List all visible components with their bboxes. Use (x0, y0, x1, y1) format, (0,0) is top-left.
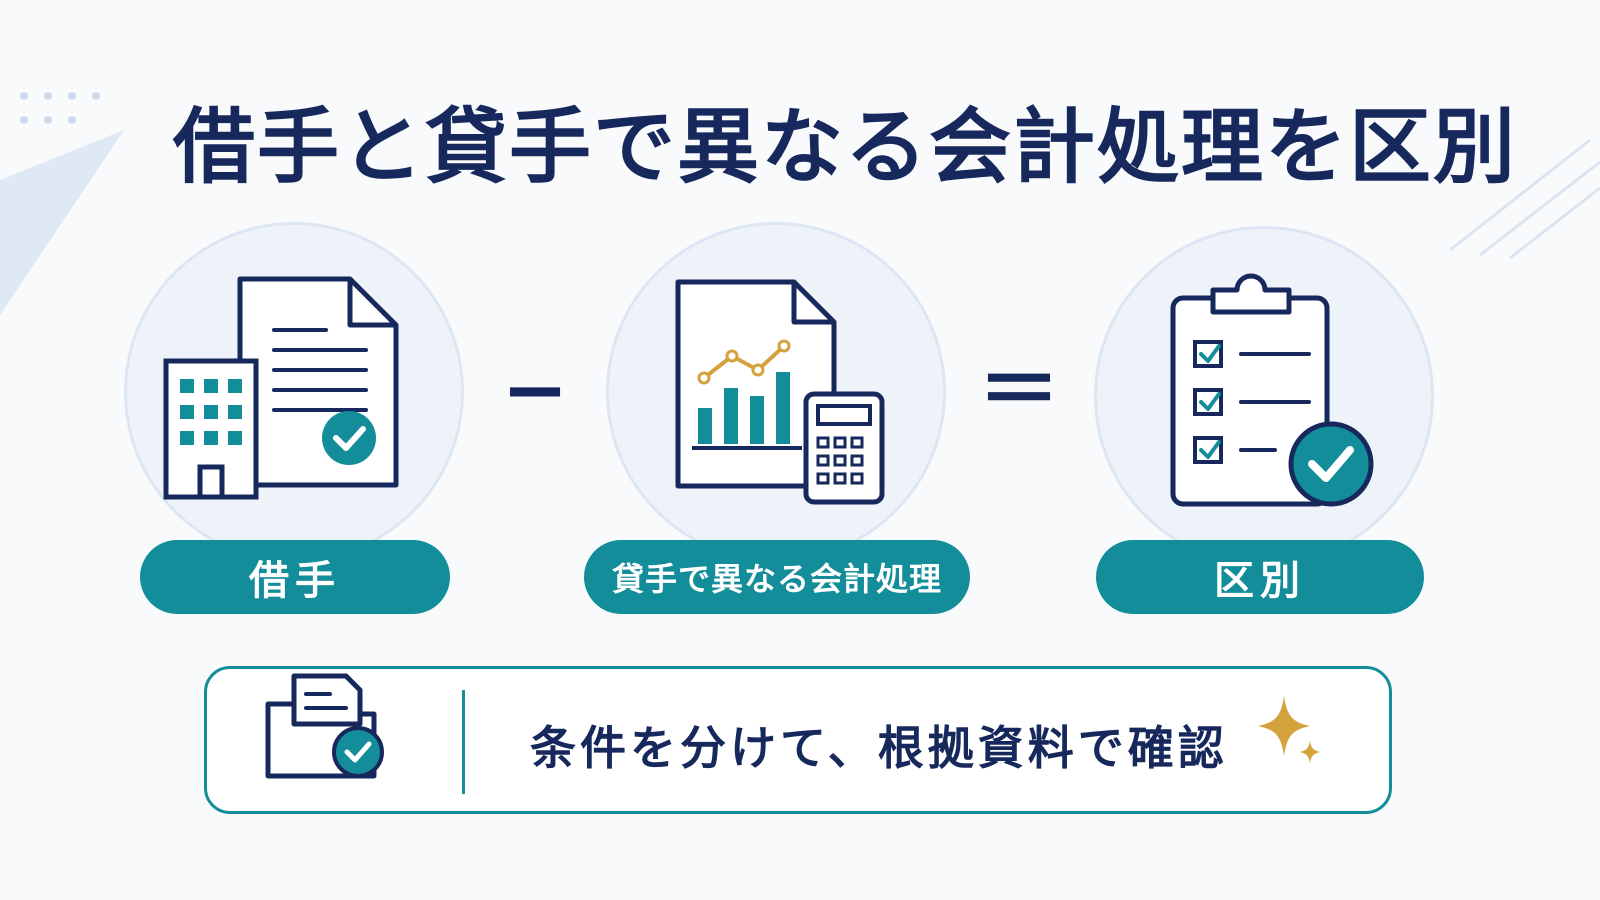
note-box (204, 666, 1392, 814)
decor-triangle (0, 130, 124, 315)
label-pill-lessee: 借手 (140, 540, 450, 614)
note-divider (462, 690, 465, 794)
minus-operator: − (501, 343, 569, 436)
clipboard-checklist-icon (1170, 273, 1374, 507)
pill-label: 借手 (249, 558, 341, 604)
chart-calculator-icon (675, 279, 885, 505)
sparkle-icon (1258, 696, 1320, 764)
page-title: 借手と貸手で異なる会計処理を区別 (172, 100, 1517, 195)
equals-operator: ＝ (978, 343, 1061, 438)
pill-label: 区別 (1214, 558, 1306, 604)
folder-check-icon (265, 673, 384, 779)
decor-dots (20, 92, 100, 124)
pill-label: 貸手で異なる会計処理 (611, 560, 942, 598)
decor-lines (1449, 138, 1600, 260)
label-pill-lessor-accounting: 貸手で異なる会計処理 (584, 540, 970, 614)
note-text: 条件を分けて、根拠資料で確認 (530, 721, 1228, 775)
label-pill-distinguish: 区別 (1096, 540, 1424, 614)
building-document-icon (163, 276, 399, 500)
